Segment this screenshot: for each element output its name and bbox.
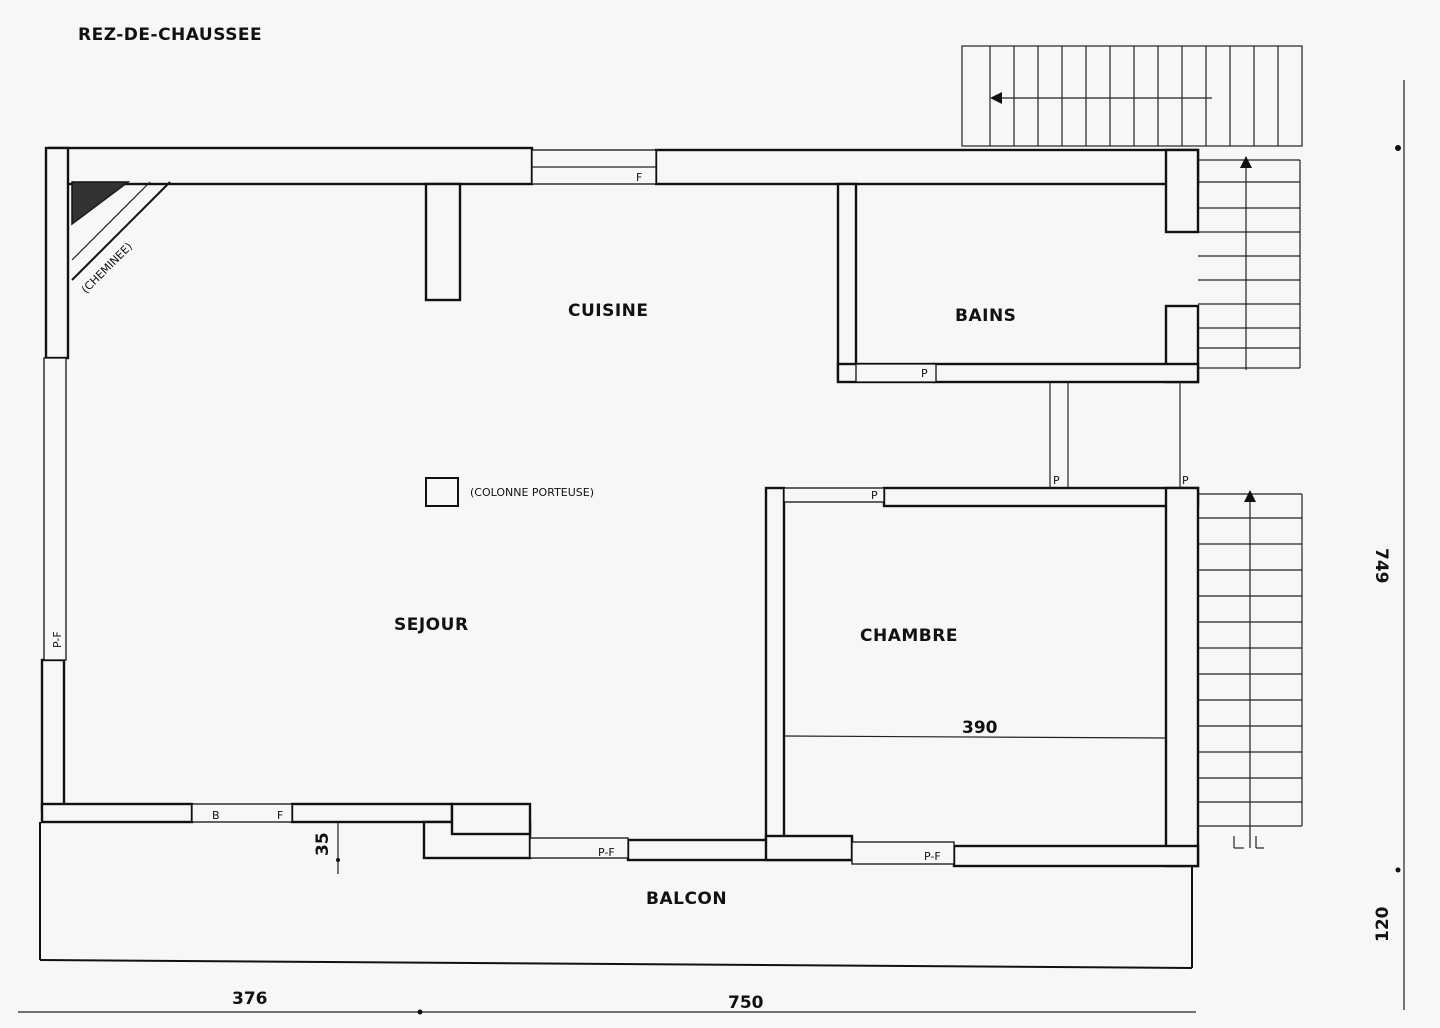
plan-title: REZ-DE-CHAUSSEE xyxy=(78,25,262,45)
arrow-left-icon xyxy=(990,92,1002,104)
kitchen-window-label: F xyxy=(636,171,642,184)
sejour-french-window-label: P-F xyxy=(598,846,615,859)
hallway-lines xyxy=(1049,382,1181,488)
room-label-sejour: SEJOUR xyxy=(394,615,469,635)
arrow-up-icon xyxy=(1244,490,1256,502)
dim-balcon-offset-label: 35 xyxy=(313,832,333,856)
sejour-window-b-label: B xyxy=(212,809,220,822)
right-stair-upper xyxy=(1198,156,1301,370)
dimension-chambre-width: 390 xyxy=(783,718,1167,739)
chambre-french-window xyxy=(851,841,955,865)
fireplace: (CHEMINEE) xyxy=(71,181,171,296)
hall-door-right-label: P xyxy=(1182,474,1189,487)
openings: F P P P P P-F B F P-F P-F xyxy=(43,149,1189,865)
chambre-door xyxy=(783,487,885,503)
sejour-french-window xyxy=(529,837,629,859)
dimension-right: 749 120 xyxy=(1371,80,1405,1010)
chambre-french-window-label: P-F xyxy=(924,850,941,863)
arrow-up-icon xyxy=(1240,156,1252,168)
left-french-window xyxy=(43,357,67,661)
column-square xyxy=(425,477,459,507)
hall-door-left-label: P xyxy=(1053,474,1060,487)
left-french-window-label: P-F xyxy=(51,631,64,648)
balcony-outline xyxy=(39,822,1193,969)
right-stair-lower xyxy=(1198,490,1303,849)
dim-chambre-width-label: 390 xyxy=(962,718,998,738)
cheminee-label: (CHEMINEE) xyxy=(79,240,135,296)
room-label-bains: BAINS xyxy=(955,306,1016,326)
bath-door-label: P xyxy=(921,367,928,380)
dim-total-width-label: 750 xyxy=(728,993,764,1013)
room-label-chambre: CHAMBRE xyxy=(860,626,958,646)
chambre-door-label: P xyxy=(871,489,878,502)
dimension-balcon-offset: 35 xyxy=(313,822,340,874)
colonne-label: (COLONNE PORTEUSE) xyxy=(470,486,594,499)
dim-left-segment-label: 376 xyxy=(232,989,268,1009)
sejour-bottom-window xyxy=(191,803,293,823)
bath-door xyxy=(855,363,937,383)
dim-height-main-label: 749 xyxy=(1371,548,1391,584)
walls xyxy=(40,146,1200,868)
sejour-window-f-label: F xyxy=(277,809,283,822)
room-label-cuisine: CUISINE xyxy=(568,301,649,321)
room-label-balcon: BALCON xyxy=(646,889,727,909)
exterior-staircase xyxy=(961,45,1303,147)
dimension-bottom: 376 750 xyxy=(18,989,1196,1015)
dim-balcon-depth-label: 120 xyxy=(1373,906,1393,942)
